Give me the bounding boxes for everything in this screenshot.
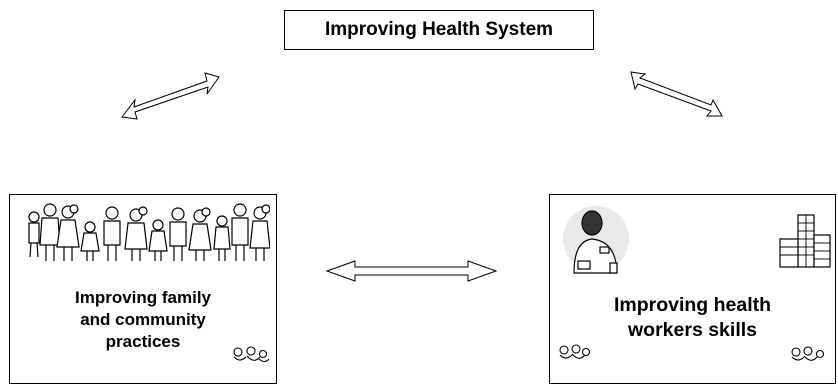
family-community-box: Improving family and community practices (9, 194, 277, 384)
health-workers-label: Improving health workers skills (613, 294, 772, 341)
small-figures-right-icon (791, 346, 825, 361)
family-community-clipart-icon (28, 203, 270, 261)
health-workers-box: Improving health workers skills (549, 194, 836, 384)
health-system-title: Improving Health System (324, 19, 554, 40)
small-figures-left-icon (559, 344, 591, 359)
health-system-box: Improving Health System (284, 10, 594, 50)
small-figures-icon (233, 346, 270, 363)
family-community-label: Improving family and community practices (74, 288, 212, 351)
hospital-building-icon (779, 214, 831, 268)
health-worker-clipart-icon (563, 206, 629, 274)
